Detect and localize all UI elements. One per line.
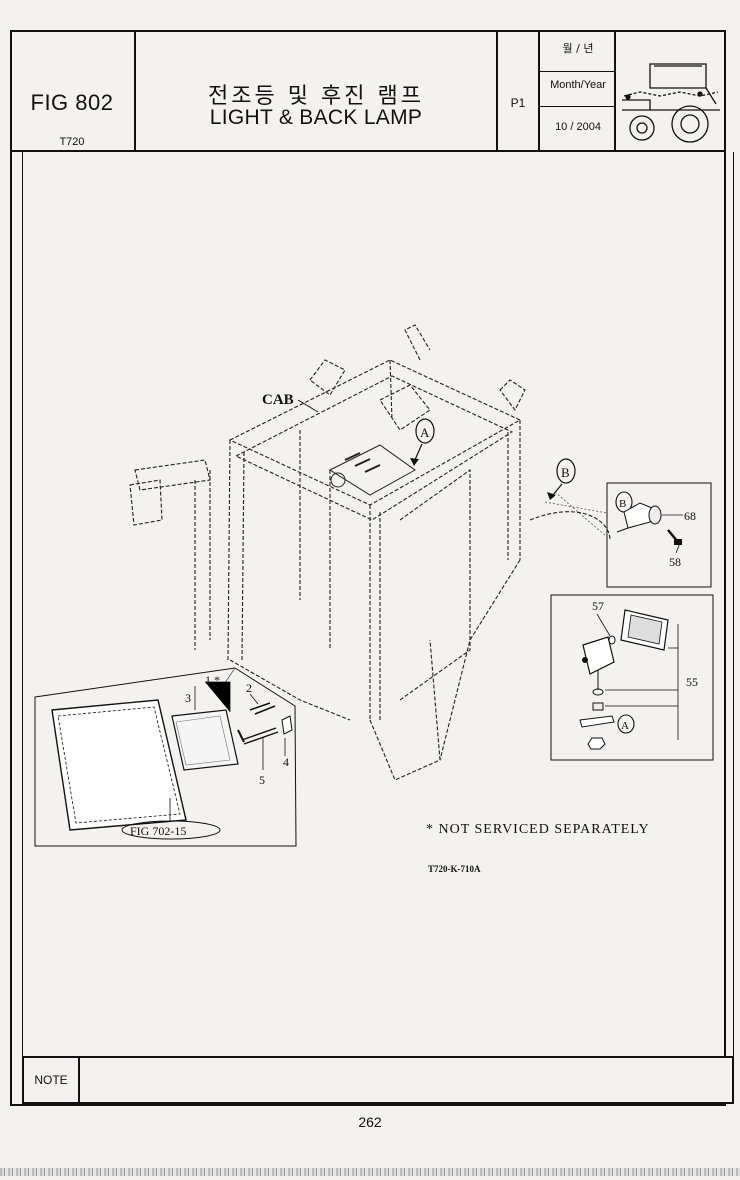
fig-title: FIG 802 [30,90,114,115]
note-box: NOTE [22,1056,734,1104]
model-label: T720 [59,136,85,148]
part-3: 3 [185,691,191,705]
part-58: 58 [669,555,681,569]
header-block [10,30,726,152]
fig-cell [10,30,136,150]
date-label-korean: 월 / 년 [562,42,594,55]
part-5: 5 [259,773,265,787]
part-4: 4 [283,755,289,769]
cab-frame [129,324,611,781]
headlamp-detail-box: 1 * 2 3 5 4 FIG 702-15 [34,667,297,847]
page-code: P1 [510,96,526,110]
callout-a: A [410,418,435,466]
cab-label: CAB [262,392,294,408]
part-2: 2 [246,681,252,695]
date-value: 10 / 2004 [555,121,601,133]
part-55: 55 [686,675,698,689]
title-cell [136,30,498,150]
tractor-icon [622,63,720,143]
date-divider-2 [540,106,616,107]
date-cell [540,30,616,150]
part-57: 57 [592,599,604,613]
control-module [328,444,416,496]
fig-reference: FIG 702-15 [130,824,186,838]
title-korean: 전조등 및 후진 램프 [208,84,424,109]
rear-lamp-detail-box: 57 A 55 [550,594,714,761]
callout-b: B [547,458,576,500]
detail-b-callout: B [619,498,626,510]
footnote: * NOT SERVICED SEPARATELY [426,822,650,837]
date-divider-1 [540,71,616,72]
note-label: NOTE [24,1058,80,1102]
page-number: 262 [358,1114,382,1130]
title-english: LIGHT & BACK LAMP [209,106,423,129]
svg-text:B: B [561,465,570,480]
part-68: 68 [684,509,696,523]
detail-b-box: B 68 58 [544,482,712,588]
page-frame [10,30,726,1106]
drawing-code: T720-K-710A [428,864,481,874]
svg-text:A: A [420,425,430,440]
inner-border-right [733,152,734,1056]
inner-border-left [22,152,23,1056]
scan-edge [0,1168,740,1176]
page-code-cell [498,30,540,150]
rear-lamp-callout-a: A [621,720,629,732]
part-1: 1 * [205,673,220,687]
date-label-english: Month/Year [550,79,606,91]
